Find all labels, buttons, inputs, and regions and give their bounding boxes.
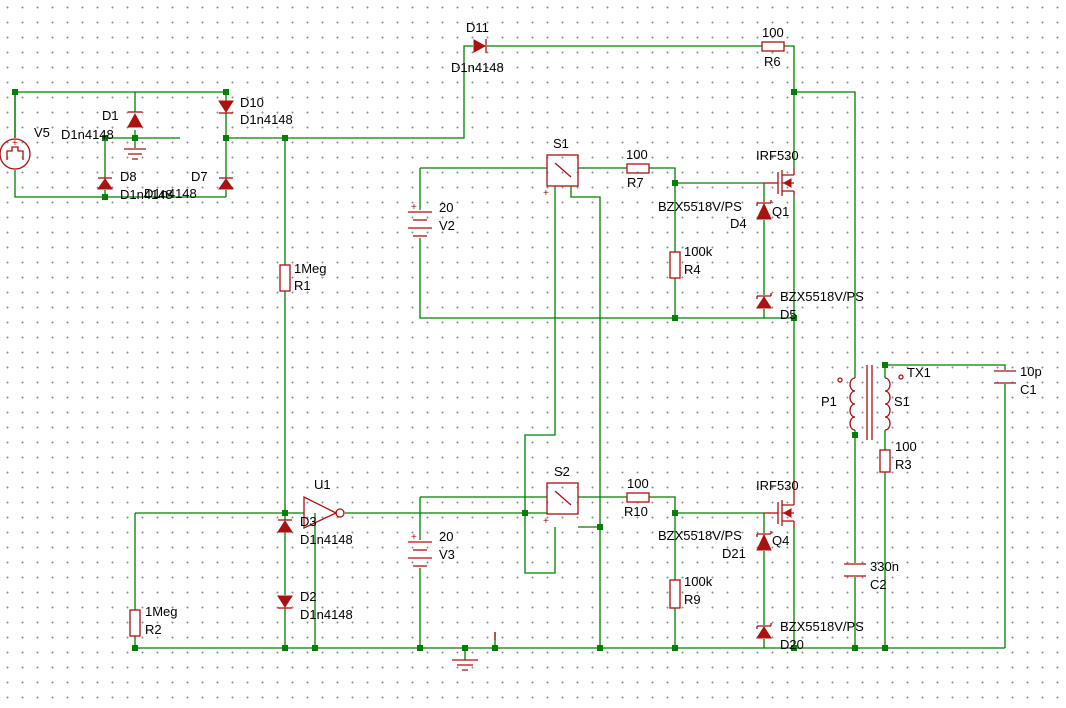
diode-d8 [97, 177, 113, 190]
label-d3: D3 [300, 514, 317, 529]
resistor-r2 [129, 609, 141, 637]
label-d8: D8 [120, 169, 137, 184]
svg-text:+: + [12, 138, 18, 149]
resistor-r10 [626, 492, 650, 503]
label-r6: R6 [764, 54, 781, 69]
resistor-r7 [626, 163, 650, 174]
label-d21-value: BZX5518V/PS [658, 528, 742, 543]
transformer-tx1 [837, 365, 904, 440]
capacitor-c1 [994, 370, 1016, 384]
label-p1: P1 [821, 394, 837, 409]
label-c1: C1 [1020, 382, 1037, 397]
label-q4-value: IRF530 [756, 478, 799, 493]
label-d10: D10 [240, 95, 264, 110]
label-d4-value: BZX5518V/PS [658, 199, 742, 214]
zener-d5 [756, 293, 772, 309]
ground-symbol-main [452, 659, 478, 671]
diode-d11 [473, 39, 487, 53]
label-d5-value: BZX5518V/PS [780, 289, 864, 304]
capacitor-c2 [844, 563, 866, 577]
resistor-r1 [279, 264, 291, 292]
component-labels: D11 D1n4148 100 R6 V5 D1 D1n4148 D10 D1n… [34, 20, 1042, 652]
label-r1: R1 [294, 278, 311, 293]
label-q4: Q4 [772, 533, 789, 548]
label-r1-value: 1Meg [294, 261, 327, 276]
label-d7-value: D1n4148 [144, 186, 197, 201]
label-d11-value: D1n4148 [451, 60, 504, 75]
label-tx1: TX1 [907, 365, 931, 380]
label-v2: V2 [439, 218, 455, 233]
label-v5: V5 [34, 125, 50, 140]
svg-text:+: + [543, 516, 549, 527]
zener-d20 [756, 623, 772, 639]
svg-text:+: + [543, 188, 549, 199]
label-c2-value: 330n [870, 559, 899, 574]
label-d1-value: D1n4148 [61, 127, 114, 142]
label-d8-value: D1n4148 [120, 187, 173, 202]
resistor-r3 [879, 449, 891, 473]
label-v3: V3 [439, 547, 455, 562]
resistor-r6 [761, 41, 785, 52]
ground-symbol [124, 148, 146, 160]
zener-d4 [756, 200, 772, 220]
inverter-u1 [303, 495, 345, 530]
label-u1: U1 [314, 477, 331, 492]
label-d4: D4 [730, 216, 747, 231]
label-r10-value: 100 [627, 476, 649, 491]
resistor-r9 [669, 579, 681, 609]
label-q1: Q1 [772, 204, 789, 219]
voltage-switch-s1: + [543, 154, 579, 199]
diode-d10 [218, 100, 234, 114]
label-d11: D11 [466, 20, 489, 35]
label-d2: D2 [300, 589, 317, 604]
mosfet-q4 [764, 480, 795, 528]
label-d21: D21 [722, 546, 746, 561]
label-r3: R3 [895, 457, 912, 472]
label-d5: D5 [780, 307, 797, 322]
wires [14, 45, 1006, 660]
zener-d21 [756, 531, 772, 551]
battery-v2: + [408, 202, 432, 237]
label-d20-value: BZX5518V/PS [780, 619, 864, 634]
battery-v3: + [408, 532, 432, 567]
label-v3-value: 20 [439, 529, 453, 544]
diode-d2 [277, 595, 293, 609]
label-r7: R7 [627, 175, 644, 190]
svg-text:+: + [411, 202, 417, 213]
label-r4-value: 100k [684, 244, 713, 259]
label-r2: R2 [145, 622, 162, 637]
label-d2-value: D1n4148 [300, 607, 353, 622]
label-r2-value: 1Meg [145, 604, 178, 619]
label-d20: D20 [780, 637, 804, 652]
label-r10: R10 [624, 504, 648, 519]
diode-d7 [218, 177, 234, 190]
mosfet-q1 [764, 168, 795, 196]
label-r7-value: 100 [626, 147, 648, 162]
label-c2: C2 [870, 577, 887, 592]
voltage-switch-s2: + [543, 482, 579, 527]
resistor-r4 [669, 251, 681, 279]
diode-d3 [277, 519, 293, 533]
label-d7: D7 [191, 169, 208, 184]
label-r6-value: 100 [762, 25, 784, 40]
svg-text:+: + [411, 532, 417, 543]
label-c1-value: 10p [1020, 364, 1042, 379]
label-s1-winding: S1 [894, 394, 910, 409]
label-r9-value: 100k [684, 574, 713, 589]
label-d10-value: D1n4148 [240, 112, 293, 127]
label-s2: S2 [554, 464, 570, 479]
label-d1: D1 [102, 108, 119, 123]
label-r4: R4 [684, 262, 701, 277]
label-q1-value: IRF530 [756, 148, 799, 163]
voltage-source-v5: + [0, 92, 31, 170]
diode-d1 [127, 111, 143, 128]
label-d3-value: D1n4148 [300, 532, 353, 547]
label-v2-value: 20 [439, 200, 453, 215]
junction-dots [12, 89, 888, 651]
label-s1: S1 [553, 136, 569, 151]
label-r9: R9 [684, 592, 701, 607]
label-r3-value: 100 [895, 439, 917, 454]
